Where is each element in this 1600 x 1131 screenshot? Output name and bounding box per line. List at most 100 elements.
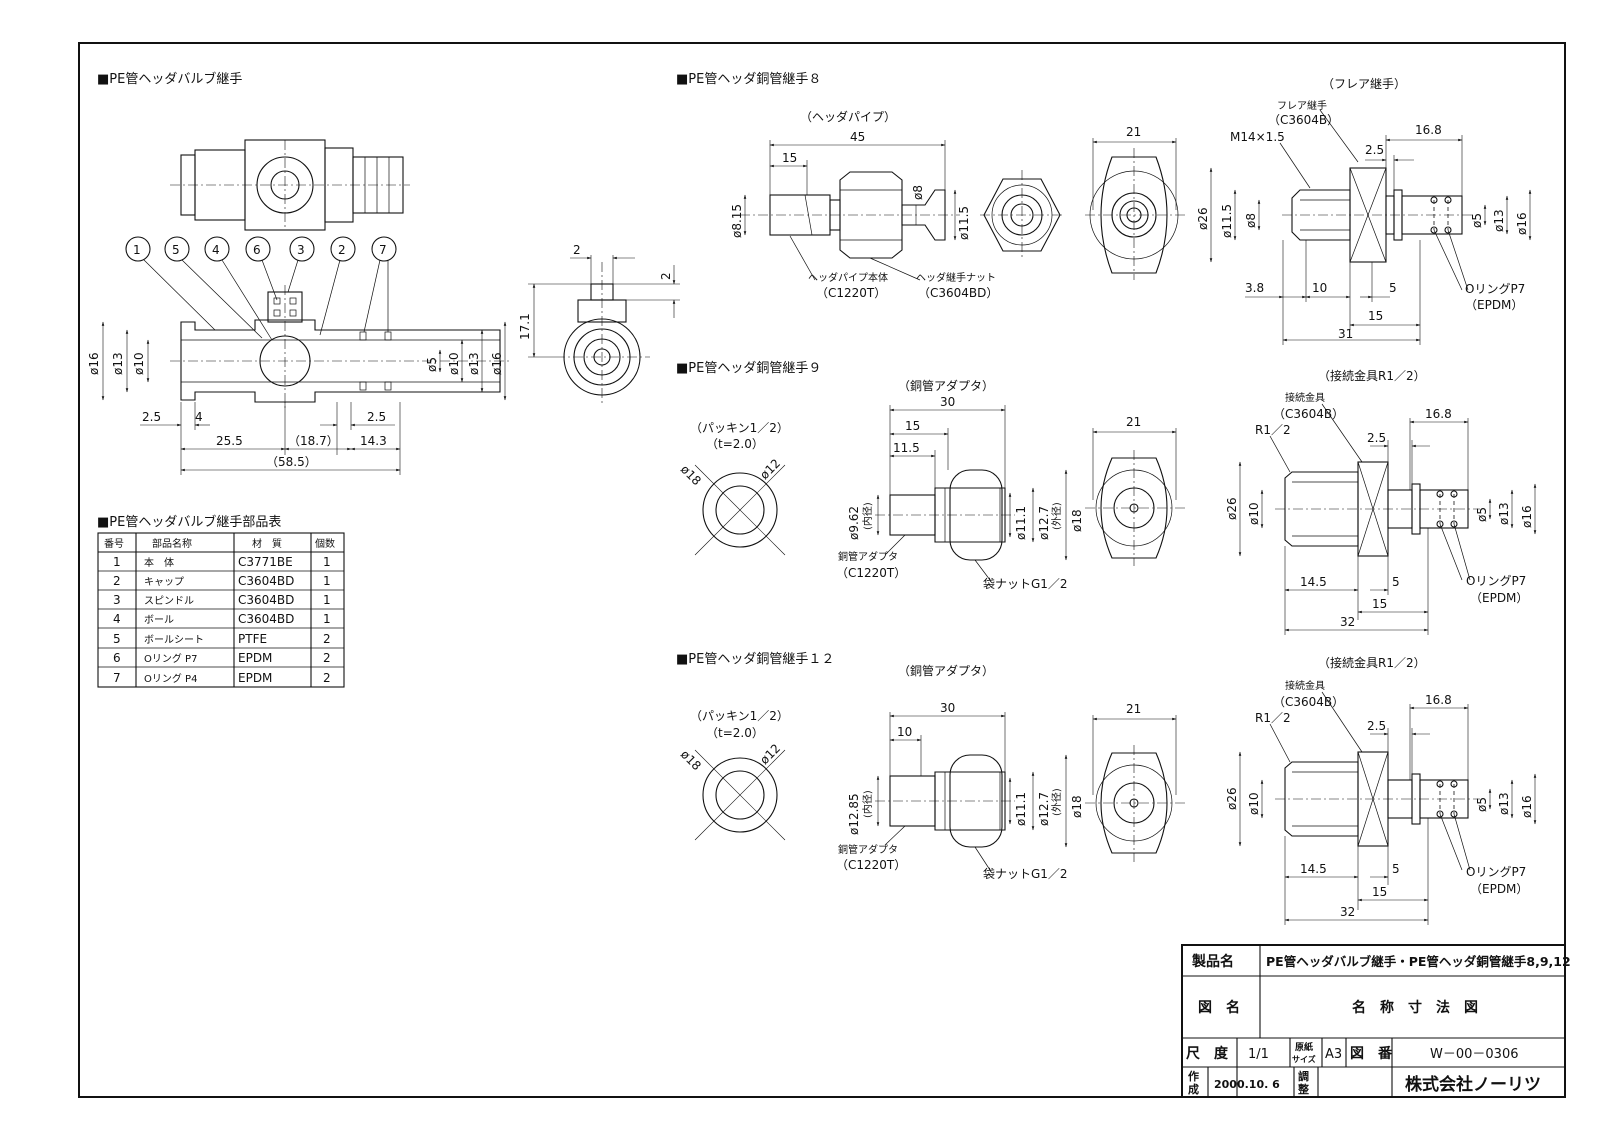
dim-v-phi13: ø13 (111, 352, 125, 375)
label-outer-9: (外径) (1050, 502, 1063, 530)
heading-joint-12: ■PE管ヘッダ銅管継手１２ (676, 652, 834, 667)
label-packing-12: （パッキン1／2） (690, 709, 789, 723)
table-cell: 4 (113, 612, 121, 626)
dim-c12-16-8: 16.8 (1425, 693, 1452, 707)
balloon-2: 2 (338, 243, 346, 257)
label-connector-mat-9: （C3604B） (1273, 407, 1344, 421)
label-flare-fitting-mat: （C3604B） (1268, 113, 1339, 127)
dim-h-phi8: ø8 (911, 185, 925, 200)
dim-a9-30: 30 (940, 395, 955, 409)
table-cell: PTFE (238, 632, 267, 646)
table-cell: 1 (323, 555, 331, 569)
dim-f-5: 5 (1389, 281, 1397, 295)
dim-a12-phi12-85: ø12.85 (847, 793, 861, 835)
dim-h-phi11-5: ø11.5 (957, 206, 971, 240)
dim-v-phi16r: ø16 (490, 352, 504, 375)
label-connector-mat-12: （C3604B） (1273, 695, 1344, 709)
title-product-value: PE管ヘッダバルブ継手・PE管ヘッダ銅管継手8,9,12 (1266, 954, 1571, 969)
table-cell: 2 (113, 574, 121, 588)
label-inner-9: (内径) (861, 502, 874, 530)
valve-balloons: 1 5 4 6 3 2 7 (125, 236, 397, 341)
title-number-label: 図 番 (1350, 1045, 1393, 1062)
dim-a12-30: 30 (940, 701, 955, 715)
label-pipe-body: ヘッダパイプ本体 (808, 271, 888, 284)
dim-a12-phi18: ø18 (1070, 795, 1084, 818)
table-cell: C3604BD (238, 612, 294, 626)
joint12-connector: （接続金具R1／2） 接続金具 （C3604B） R1／2 16.8 2.5 ø… (1225, 655, 1537, 925)
table-cell: 1 (113, 555, 121, 569)
dim-v-18-7: （18.7） (288, 434, 339, 448)
label-packing-t-9: （t=2.0） (706, 437, 764, 451)
title-paper-label-2: サイズ (1292, 1054, 1316, 1064)
balloon-3: 3 (297, 243, 305, 257)
dim-v-phi13r: ø13 (467, 352, 481, 375)
table-cell: キャップ (144, 576, 184, 588)
label-packing-9: （パッキン1／2） (690, 421, 789, 435)
dim-a9-phi9-62: ø9.62 (847, 506, 861, 540)
dim-h-phi8-15: ø8.15 (730, 204, 744, 238)
table-cell: 3 (113, 593, 121, 607)
table-cell: 2 (323, 671, 331, 685)
table-cell: C3771BE (238, 555, 293, 569)
joint12-copper-adapter: （銅管アダプタ） 30 10 ø12.85 (内径) ø11.1 ø12.7 (… (836, 663, 1084, 881)
table-cell: スピンドル (144, 595, 194, 607)
label-packing-t-12: （t=2.0） (706, 726, 764, 740)
dim-c9-5: 5 (1392, 575, 1400, 589)
dim-f-phi16: ø16 (1515, 212, 1529, 235)
dim-e12-21: 21 (1126, 702, 1141, 716)
dim-a9-11-5: 11.5 (893, 441, 920, 455)
dim-a9-phi11-1: ø11.1 (1014, 506, 1028, 540)
valve-dimensions: ø16 ø13 ø10 ø5 ø10 ø13 ø16 2.5 4 2.5 25.… (87, 321, 507, 475)
label-inner-12: (内径) (861, 790, 874, 818)
label-flare-fitting-h: （フレア継手） (1322, 76, 1406, 91)
dim-f-phi8: ø8 (1244, 213, 1258, 228)
dim-c9-phi26: ø26 (1225, 497, 1239, 520)
table-cell: 7 (113, 671, 121, 685)
balloon-1: 1 (133, 243, 141, 257)
dim-f-3-8: 3.8 (1245, 281, 1264, 295)
dim-c9-2-5: 2.5 (1367, 431, 1386, 445)
table-cell: EPDM (238, 671, 272, 685)
joint9-copper-adapter: （銅管アダプタ） 30 15 11.5 ø9.62 (内径) ø11.1 ø12… (836, 378, 1084, 591)
dim-c9-14-5: 14.5 (1300, 575, 1327, 589)
label-copper-adapter-mat-9: （C1220T） (836, 566, 906, 580)
dim-f-phi13: ø13 (1492, 209, 1506, 232)
title-block: 製品名 PE管ヘッダバルブ継手・PE管ヘッダ銅管継手8,9,12 図 名 名 称… (1181, 944, 1571, 1098)
title-made-label-2: 成 (1188, 1082, 1199, 1096)
parts-table: 番号 部品名称 材 質 個数 1 本 体 C3771BE 1 2 キャップ C3… (97, 532, 345, 688)
table-cell: C3604BD (238, 593, 294, 607)
label-r12-12: R1／2 (1255, 711, 1291, 725)
dim-h-45: 45 (850, 130, 865, 144)
joint9-packing: （パッキン1／2） （t=2.0） ø18 ø12 (678, 421, 789, 556)
dim-p12-phi18: ø18 (678, 747, 704, 773)
dim-c9-16-8: 16.8 (1425, 407, 1452, 421)
dim-c9-phi16: ø16 (1520, 505, 1534, 528)
label-oring-mat-8: （EPDM） (1465, 298, 1523, 312)
label-oring-mat-12: （EPDM） (1470, 882, 1528, 896)
heading-valve: ■PE管ヘッダバルブ継手 (97, 71, 242, 87)
heading-joint-9: ■PE管ヘッダ銅管継手９ (676, 361, 821, 376)
table-header-number: 番号 (104, 538, 124, 550)
label-copper-adapter-9: 銅管アダプタ (838, 550, 898, 563)
label-flare-fitting: フレア継手 (1277, 99, 1327, 112)
title-adj-label-1: 調 (1298, 1069, 1309, 1083)
balloon-5: 5 (172, 243, 180, 257)
dim-v-2-5a: 2.5 (142, 410, 161, 424)
joint9-connector: （接続金具R1／2） 接続金具 （C3604B） R1／2 16.8 2.5 ø… (1225, 368, 1537, 635)
dim-f-phi5: ø5 (1470, 213, 1484, 228)
balloon-6: 6 (253, 243, 261, 257)
label-oring-12: OリングP7 (1466, 865, 1526, 879)
table-header-qty: 個数 (315, 537, 335, 550)
label-nut: ヘッダ継手ナット (916, 271, 996, 284)
label-bag-nut-12: 袋ナットG1／2 (983, 867, 1068, 881)
dim-a12-phi12-7: ø12.7 (1037, 792, 1051, 826)
dim-c9-phi10: ø10 (1247, 502, 1261, 525)
table-cell: Oリング P7 (144, 652, 197, 665)
dim-s-2a: 2 (573, 243, 581, 257)
dim-c12-phi26: ø26 (1225, 787, 1239, 810)
dim-f-15: 15 (1368, 309, 1383, 323)
table-header-name: 部品名称 (152, 537, 192, 550)
dim-v-phi10: ø10 (132, 352, 146, 375)
dim-f-phi11-5: ø11.5 (1220, 204, 1234, 238)
